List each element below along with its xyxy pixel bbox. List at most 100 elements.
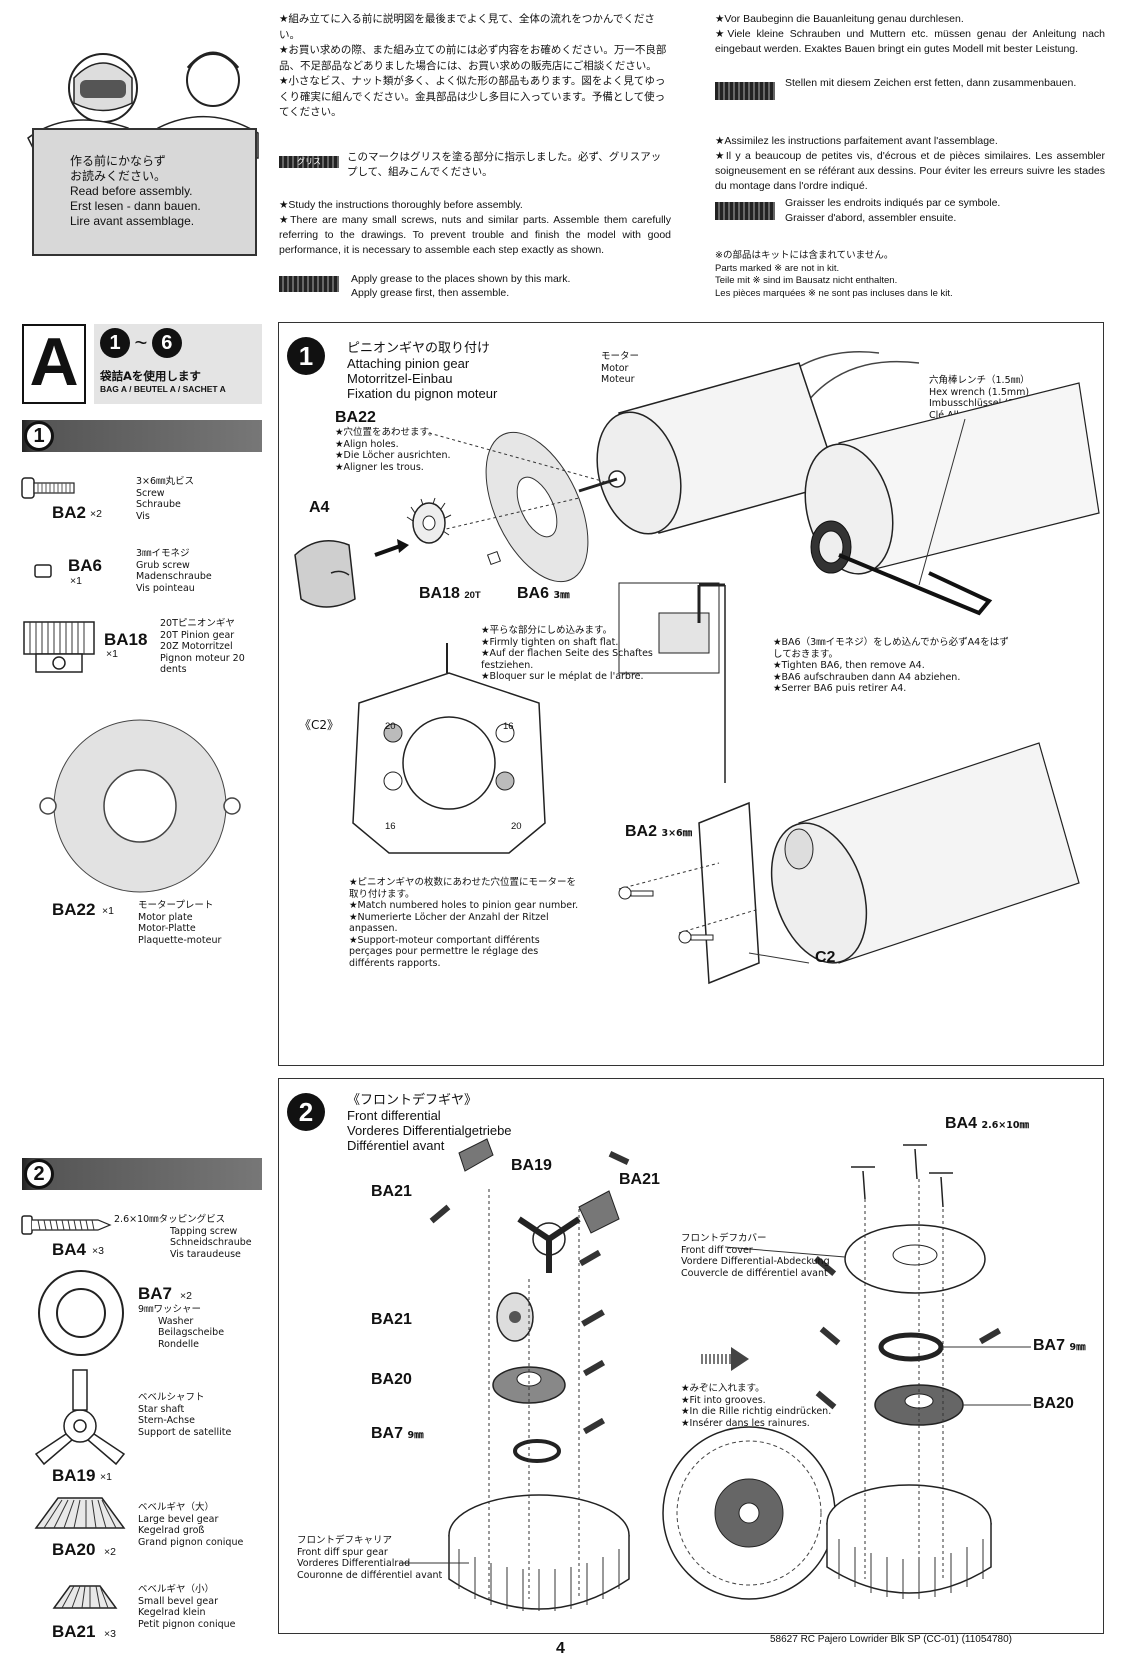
- ba21-desc: ベベルギヤ（小） Small bevel gear Kegelrad klein…: [138, 1584, 236, 1630]
- diff-cover-label: フロントデフカバー Front diff cover Vordere Diffe…: [681, 1233, 830, 1279]
- bag-jp: 袋詰Aを使用します: [100, 369, 201, 383]
- page-number: 4: [556, 1640, 565, 1657]
- label-ba20-right: BA20: [1033, 1395, 1074, 1412]
- ba2-desc: 3×6㎜丸ビス Screw Schraube Vis: [136, 476, 195, 522]
- label-ba21-a: BA21: [371, 1183, 412, 1200]
- ba6-code: BA6: [68, 556, 103, 575]
- step-2-title-de: Vorderes Differentialgetriebe: [347, 1123, 512, 1138]
- front-diff-drawing: [399, 1138, 1031, 1611]
- label-ba20: BA20: [371, 1371, 412, 1388]
- ba21-code: BA21: [52, 1622, 96, 1641]
- label-ba21-b: BA21: [619, 1171, 660, 1188]
- ba2-screw-icon: [21, 477, 75, 499]
- ba22-code: BA22: [52, 900, 96, 919]
- label-ba2: BA2 3×6㎜: [625, 823, 692, 841]
- header-en-block: ★Study the instructions thoroughly befor…: [279, 199, 671, 256]
- ba7-desc: 9㎜ワッシャー Washer Beilagscheibe Rondelle: [138, 1304, 225, 1350]
- ba6-sub: 3㎜: [553, 590, 570, 601]
- step-1-number: 1: [287, 337, 325, 375]
- fit-grooves-note: ★みぞに入れます。 ★Fit into grooves. ★In die Ril…: [681, 1383, 832, 1429]
- grease-mark: [715, 202, 775, 220]
- bag-box: A: [22, 324, 86, 404]
- label-ba21-c: BA21: [371, 1311, 412, 1328]
- label-c2: C2: [815, 949, 836, 966]
- bag-info: 1 ~ 6 袋詰Aを使用します BAG A / BEUTEL A / SACHE…: [94, 324, 262, 404]
- ba20-code: BA20: [52, 1540, 96, 1559]
- ba6-desc: 3㎜イモネジ Grub screw Madenschraube Vis poin…: [136, 548, 212, 594]
- ba4-sub: 2.6×10㎜: [981, 1120, 1029, 1131]
- ba7-washer-icon: [38, 1270, 124, 1356]
- ba2-text: BA2: [625, 823, 658, 840]
- jp-grease-text: このマークはグリスを塗る部分に指示しました。必ず、グリスアップして、組みこんでく…: [347, 151, 662, 178]
- intro-illustration: 作る前にかならず お読みください。 Read before assembly. …: [8, 8, 263, 266]
- ba4-code: BA4: [52, 1240, 87, 1259]
- step-2-title-fr: Différentiel avant: [347, 1138, 445, 1153]
- label-ba7: BA7 9㎜: [371, 1425, 424, 1443]
- step-1-title-en: Attaching pinion gear: [347, 356, 470, 371]
- range-end: 6: [151, 328, 182, 358]
- ba18-code: BA18: [104, 630, 148, 649]
- step-1-panel: 1 ピニオンギヤの取り付け Attaching pinion gear Moto…: [278, 322, 1104, 1066]
- ba19-star-shaft-icon: [34, 1369, 126, 1466]
- ba19-qty: ×1: [100, 1471, 112, 1483]
- intro-fr: Lire avant assemblage.: [70, 214, 195, 228]
- ba7-code: BA7: [138, 1284, 173, 1303]
- fr-grease-text: Graisser les endroits indiqués par ce sy…: [785, 197, 1001, 224]
- ba2-qty: ×2: [90, 508, 102, 520]
- ba4-desc: 2.6×10㎜タッピングビス Tapping screw Schneidschr…: [114, 1214, 252, 1260]
- ba20-desc: ベベルギヤ（大） Large bevel gear Kegelrad groß …: [138, 1502, 244, 1548]
- diff-carrier-label: フロントデフキャリア Front diff spur gear Vorderes…: [297, 1535, 443, 1581]
- bar-step-num: 2: [24, 1159, 54, 1189]
- ba7-right-sub: 9㎜: [1069, 1342, 1086, 1353]
- not-in-kit-note: ※の部品はキットには含まれていません。 Parts marked ※ are n…: [715, 250, 953, 299]
- ba18-text: BA18: [419, 585, 460, 602]
- tighten-remove-note: ★BA6（3㎜イモネジ）をしめ込んでから必ずA4をはずしておきます。 ★Tigh…: [773, 637, 1009, 694]
- ba18-desc: 20Tピニオンギヤ 20T Pinion gear 20Z Motorritze…: [160, 618, 245, 675]
- label-ba4: BA4 2.6×10㎜: [945, 1115, 1029, 1133]
- ba7-sub: 9㎜: [407, 1430, 424, 1441]
- label-ba22: BA22: [335, 409, 376, 426]
- ba21-qty: ×3: [104, 1628, 116, 1640]
- intro-en: Read before assembly.: [70, 184, 193, 198]
- c2-inset-label: 《C2》: [299, 718, 340, 732]
- motor-label: モーター Motor Moteur: [601, 351, 640, 385]
- ba4-text: BA4: [945, 1115, 978, 1132]
- step-1-title-fr: Fixation du pignon moteur: [347, 386, 498, 401]
- ba2-code: BA2: [52, 503, 87, 522]
- grease-mark: グリス: [279, 156, 339, 168]
- ba6-qty: ×1: [70, 575, 82, 587]
- header-jp-block: ★組み立てに入る前に説明図を最後までよく見て、全体の流れをつかんでください。 ★…: [279, 13, 667, 118]
- ba7-right-text: BA7: [1033, 1337, 1066, 1354]
- step-2-number: 2: [287, 1093, 325, 1131]
- range-start: 1: [100, 328, 130, 358]
- read-first-sign: 作る前にかならず お読みください。 Read before assembly. …: [32, 128, 257, 256]
- ba7-text: BA7: [371, 1425, 404, 1442]
- match-holes-note: ★ピニオンギヤの枚数にあわせた穴位置にモーターを取り付けます。 ★Match n…: [349, 877, 579, 969]
- ba7-qty: ×2: [180, 1290, 192, 1302]
- ba4-tapping-screw-icon: [21, 1215, 112, 1235]
- bar-step-num: 1: [24, 421, 54, 451]
- header-de-block: ★Vor Baubeginn die Bauanleitung genau du…: [715, 13, 1105, 55]
- ba21-small-bevel-gear-icon: [52, 1585, 118, 1609]
- model-footer: 58627 RC Pajero Lowrider Blk SP (CC-01) …: [770, 1634, 1012, 1645]
- ba4-qty: ×3: [92, 1245, 104, 1257]
- ba6-text: BA6: [517, 585, 550, 602]
- grease-mark: [279, 276, 339, 292]
- en-grease-text: Apply grease to the places shown by this…: [351, 273, 571, 299]
- ba2-sub: 3×6㎜: [661, 828, 693, 839]
- bag-letter: A: [29, 324, 79, 400]
- step-1-title-jp: ピニオンギヤの取り付け: [347, 341, 491, 356]
- intro-jp: 作る前にかならず お読みください。: [70, 154, 167, 183]
- label-ba6: BA6 3㎜: [517, 585, 570, 603]
- header-fr-block: ★Assimilez les instructions parfaitement…: [715, 135, 1105, 192]
- ba20-qty: ×2: [104, 1546, 116, 1558]
- hole-label-20b: 20: [511, 821, 522, 832]
- ba20-large-bevel-gear-icon: [34, 1497, 126, 1529]
- step-1-titles: ピニオンギヤの取り付け Attaching pinion gear Motorr…: [347, 337, 497, 401]
- ba18-sub: 20T: [464, 590, 481, 601]
- ba22-motor-plate-icon: [39, 719, 241, 893]
- step-2-titles: 《フロントデフギヤ》 Front differential Vorderes D…: [347, 1089, 512, 1153]
- step-2-title-jp: 《フロントデフギヤ》: [347, 1093, 478, 1108]
- grease-mark: [715, 82, 775, 100]
- ba22-desc: モータープレート Motor plate Motor-Platte Plaque…: [138, 900, 222, 946]
